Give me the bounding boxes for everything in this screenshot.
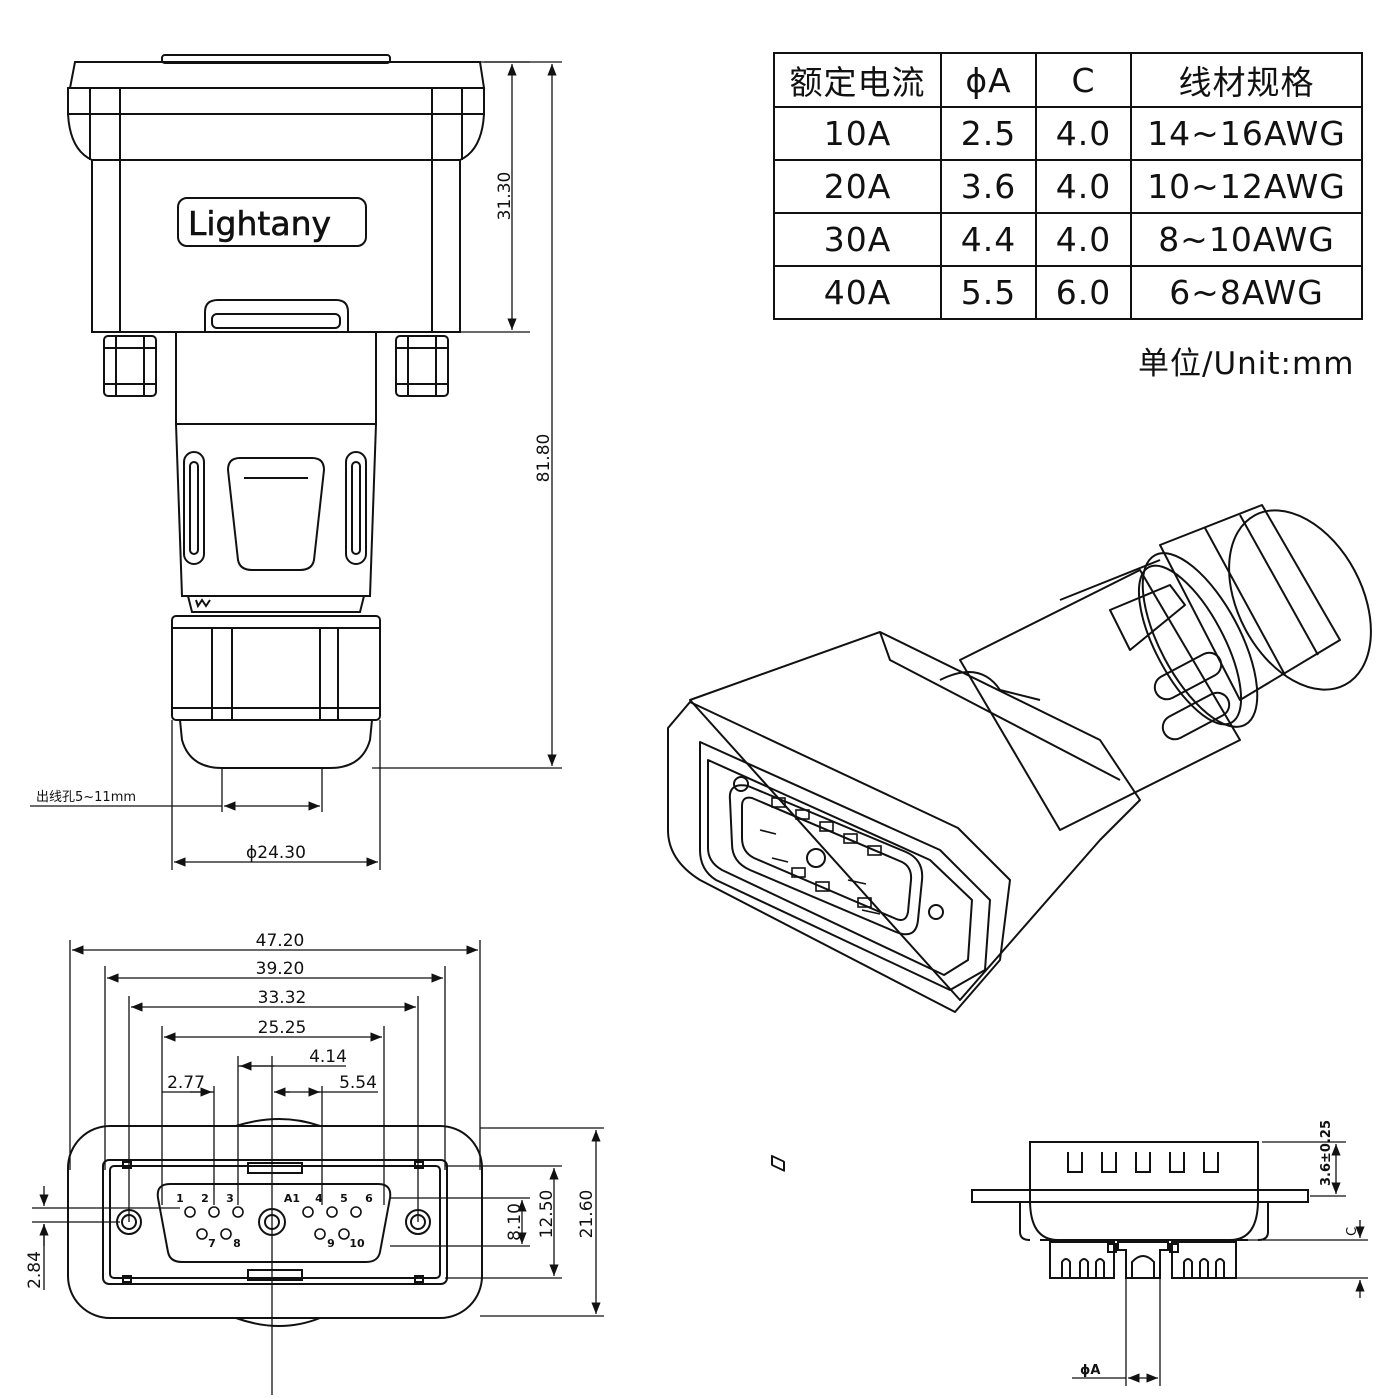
pin-label-3: 3	[226, 1192, 234, 1205]
dim-39-20: 39.20	[256, 959, 305, 979]
dim-8-10: 8.10	[505, 1203, 525, 1241]
section-dimensions	[1072, 1141, 1368, 1386]
front-dimensions	[32, 940, 604, 1395]
header-rated-current: 额定电流	[773, 52, 942, 108]
table-cell: 4.0	[1035, 212, 1132, 267]
dim-81-80: 81.80	[534, 434, 554, 483]
pin-label-9: 9	[327, 1237, 335, 1250]
dim-31-30: 31.30	[495, 172, 515, 221]
table-cell: 20A	[773, 159, 942, 214]
table-cell: 5.5	[940, 265, 1037, 320]
dim-diameter-24-30: ϕ24.30	[246, 843, 306, 863]
table-cell: 4.4	[940, 212, 1037, 267]
pin-label-4: 4	[315, 1192, 323, 1205]
front-view	[67, 1118, 483, 1327]
table-cell: 10~12AWG	[1130, 159, 1363, 214]
pin-label-8: 8	[233, 1237, 241, 1250]
section-view	[971, 1141, 1309, 1279]
isometric-pins	[759, 797, 882, 915]
table-cell: 8~10AWG	[1130, 212, 1363, 267]
spec-table: 额定电流 ϕA C 线材规格 10A 2.5 4.0 14~16AWG 20A …	[773, 52, 1363, 320]
unit-note: 单位/Unit:mm	[1138, 346, 1355, 382]
header-c: C	[1035, 52, 1132, 108]
pin-label-5: 5	[340, 1192, 348, 1205]
table-row: 30A 4.4 4.0 8~10AWG	[773, 212, 1363, 267]
dim-25-25: 25.25	[258, 1018, 307, 1038]
table-cell: 2.5	[940, 106, 1037, 161]
pin-label-7: 7	[208, 1237, 216, 1250]
pin-label-10: 10	[349, 1237, 365, 1250]
cable-hole-label: 出线孔5~11mm	[36, 790, 136, 805]
table-cell: 40A	[773, 265, 942, 320]
isometric-view	[667, 504, 1372, 1172]
table-row: 10A 2.5 4.0 14~16AWG	[773, 106, 1363, 161]
table-cell: 4.0	[1035, 159, 1132, 214]
table-cell: 6~8AWG	[1130, 265, 1363, 320]
front-pin-holes	[184, 1206, 362, 1240]
pin-label-2: 2	[201, 1192, 209, 1205]
tolerance-label: 3.6±0.25	[1319, 1120, 1334, 1186]
dim-12-50: 12.50	[537, 1190, 557, 1239]
dim-47-20: 47.20	[256, 931, 305, 951]
table-row: 20A 3.6 4.0 10~12AWG	[773, 159, 1363, 214]
table-cell: 10A	[773, 106, 942, 161]
table-cell: 6.0	[1035, 265, 1132, 320]
logo-badge	[177, 197, 367, 247]
table-cell: 3.6	[940, 159, 1037, 214]
table-row: 40A 5.5 6.0 6~8AWG	[773, 265, 1363, 320]
c-label: C	[1345, 1227, 1360, 1236]
header-phi-a: ϕA	[940, 52, 1037, 108]
pin-label-1: 1	[176, 1192, 184, 1205]
table-cell: 4.0	[1035, 106, 1132, 161]
side-view	[67, 54, 486, 769]
dim-21-60: 21.60	[577, 1190, 597, 1239]
dim-2-84: 2.84	[25, 1251, 45, 1289]
phi-a-label: ϕA	[1080, 1363, 1100, 1378]
side-dimensions	[30, 61, 562, 870]
table-cell: 30A	[773, 212, 942, 267]
dim-5-54: 5.54	[339, 1073, 377, 1093]
dim-4-14: 4.14	[309, 1047, 347, 1067]
table-header-row: 额定电流 ϕA C 线材规格	[773, 52, 1363, 108]
brand-logo-text: Lightany	[188, 204, 331, 243]
header-wire-spec: 线材规格	[1130, 52, 1363, 108]
dim-2-77: 2.77	[167, 1073, 205, 1093]
pin-label-6: 6	[365, 1192, 373, 1205]
dim-33-32: 33.32	[258, 988, 307, 1008]
pin-label-a1: A1	[284, 1192, 300, 1205]
table-cell: 14~16AWG	[1130, 106, 1363, 161]
